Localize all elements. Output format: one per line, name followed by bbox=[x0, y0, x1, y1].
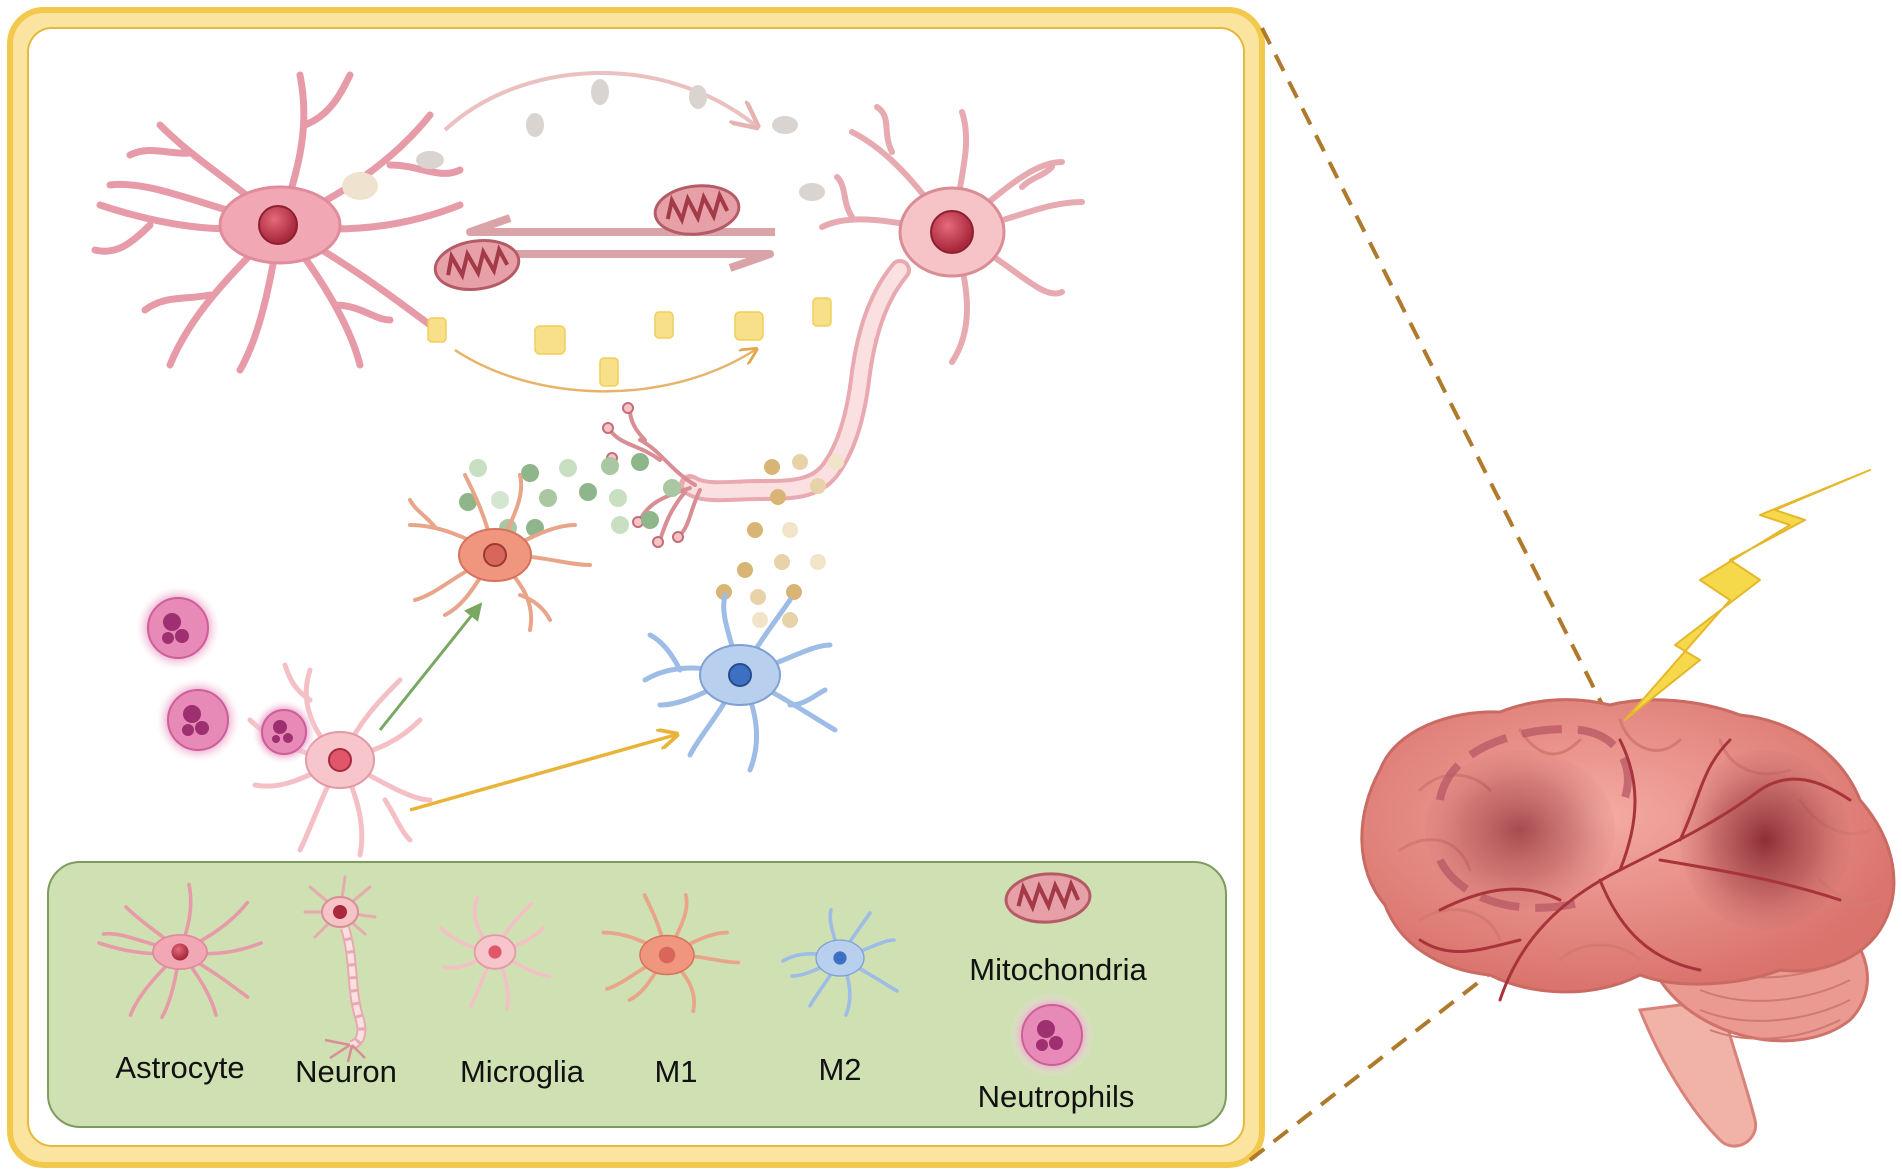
legend-label-neutrophils: Neutrophils bbox=[978, 1079, 1135, 1114]
legend-label-m1: M1 bbox=[654, 1054, 697, 1089]
astrocyte-cell bbox=[91, 71, 464, 374]
vesicle-transfer-arrow bbox=[342, 71, 825, 201]
polarization-arrows bbox=[378, 602, 675, 812]
neutrophil-cells bbox=[136, 586, 316, 764]
legend-label-neuron: Neuron bbox=[295, 1054, 397, 1089]
mitochondrion-bottom bbox=[433, 239, 521, 291]
factor-transfer-arrow bbox=[427, 297, 832, 393]
neuron-icon bbox=[303, 875, 377, 1063]
astrocyte-icon bbox=[97, 882, 263, 1020]
brain-illustration bbox=[1360, 698, 1896, 1148]
m2-microglia-icon bbox=[781, 908, 899, 1017]
legend-label-m2: M2 bbox=[818, 1052, 861, 1087]
legend-panel: Astrocyte Neuron Microglia M1 M2 Mitocho… bbox=[47, 861, 1227, 1128]
mitochondrion-top bbox=[653, 184, 741, 236]
lightning-bolt-icon bbox=[1624, 469, 1871, 721]
mitochondria-transfer-arrows bbox=[433, 184, 775, 291]
legend-label-mitochondria: Mitochondria bbox=[969, 952, 1147, 987]
m1-microglia-icon bbox=[601, 893, 741, 1014]
microglia-icon bbox=[439, 896, 551, 1011]
mitochondria-icon bbox=[1004, 872, 1092, 924]
legend-label-microglia: Microglia bbox=[460, 1054, 585, 1089]
tan-vesicles bbox=[716, 454, 844, 628]
m1-microglia-cell bbox=[408, 473, 592, 632]
legend-label-astrocyte: Astrocyte bbox=[115, 1050, 244, 1085]
m2-microglia-cell bbox=[642, 592, 838, 773]
zoom-connector-lines bbox=[1248, 27, 1612, 1162]
neutrophil-icon bbox=[1010, 993, 1094, 1077]
